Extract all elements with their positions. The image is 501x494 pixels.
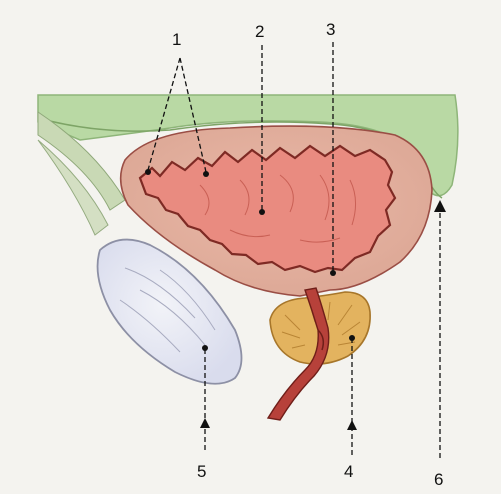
arrowhead-5 (200, 418, 210, 428)
arrowhead-4 (347, 420, 357, 430)
arrowhead-6 (434, 200, 446, 212)
dot-5 (202, 345, 208, 351)
dot-1a (145, 169, 151, 175)
label-4: 4 (344, 462, 353, 482)
label-1: 1 (172, 30, 181, 50)
label-5: 5 (197, 462, 206, 482)
label-2: 2 (255, 22, 264, 42)
dot-3 (330, 270, 336, 276)
dot-4 (349, 335, 355, 341)
dot-1b (203, 171, 209, 177)
dot-2 (259, 209, 265, 215)
label-6: 6 (434, 470, 443, 490)
label-3: 3 (326, 20, 335, 40)
bladder-lumen (140, 146, 395, 272)
